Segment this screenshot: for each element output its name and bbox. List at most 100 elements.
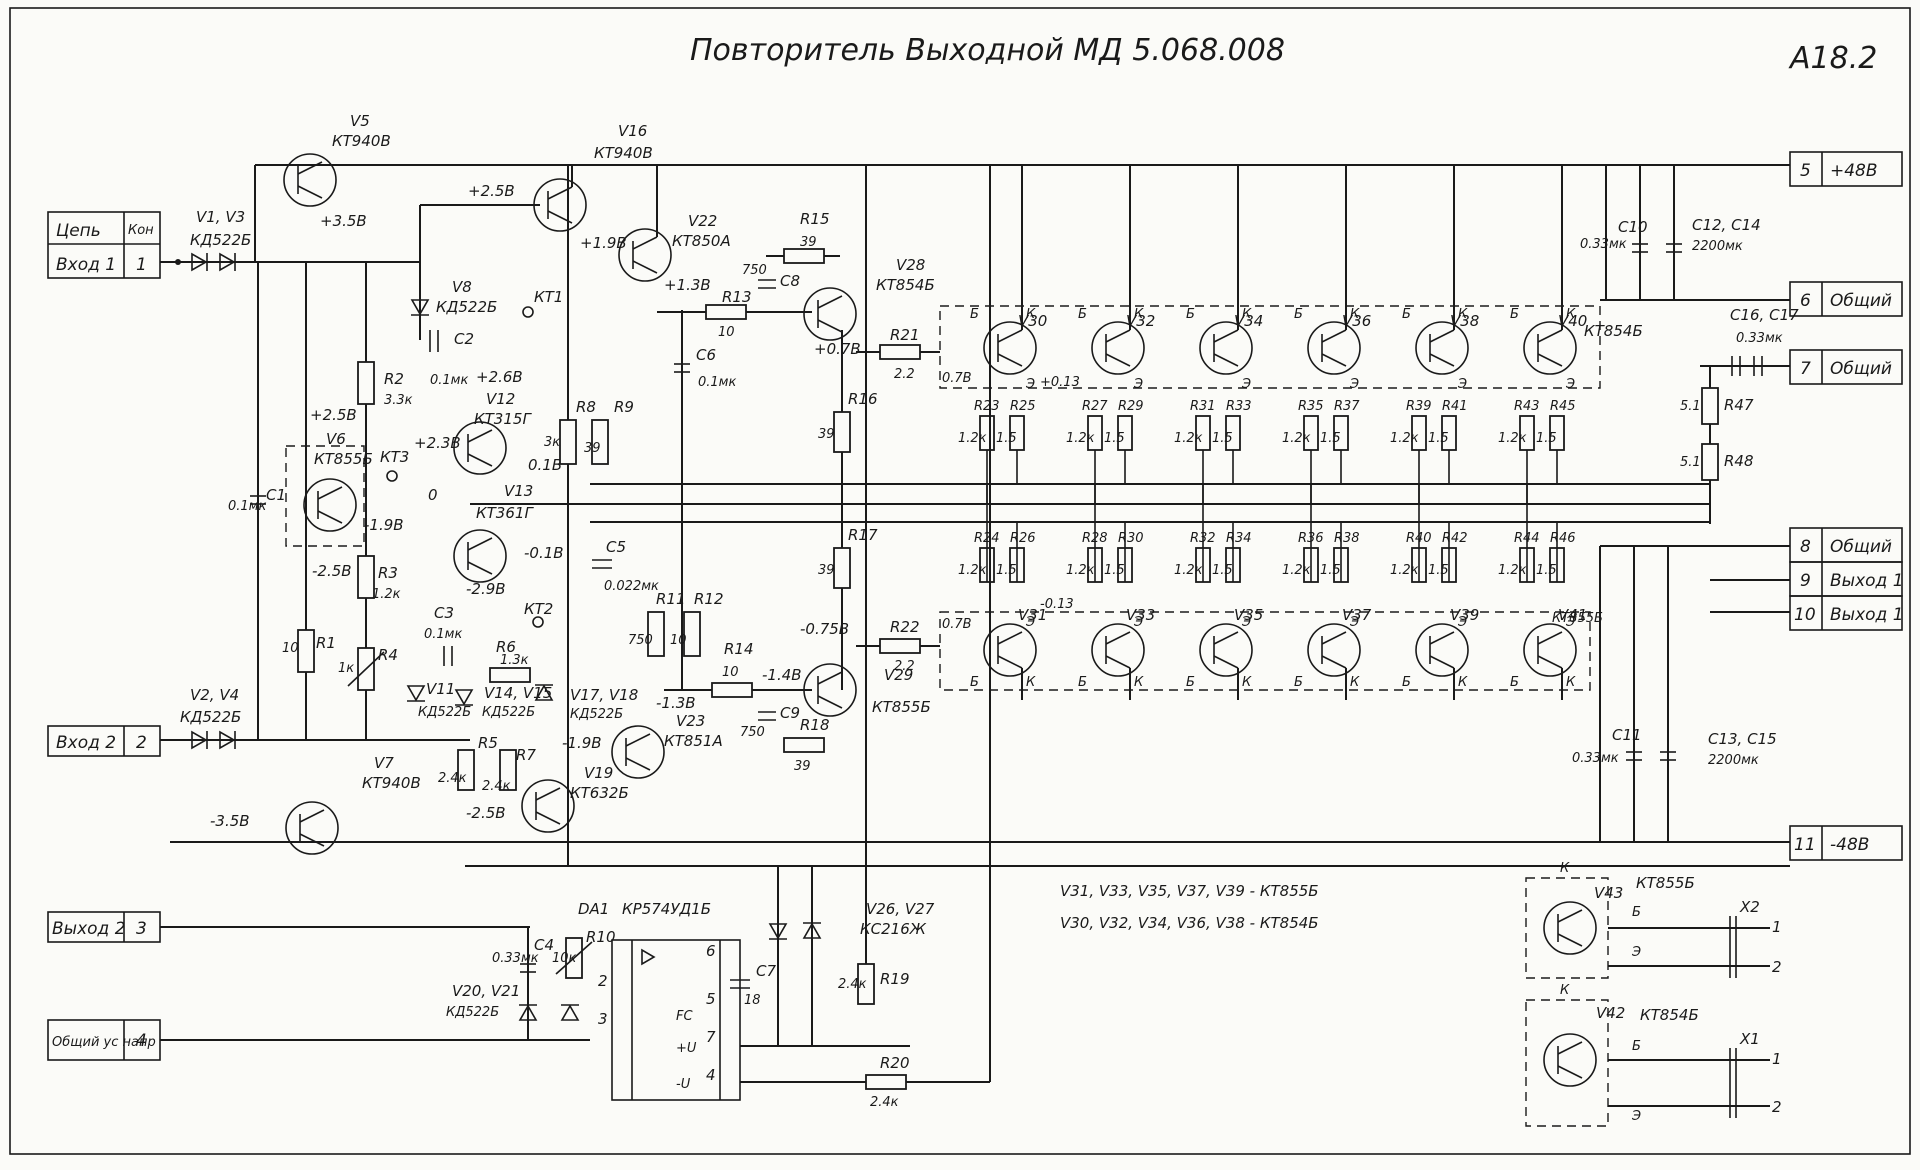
r19-val: 2.4к [838, 977, 867, 992]
table-row-common-name: Общий ус напр [52, 1035, 156, 1050]
c5-ref: C5 [606, 538, 626, 556]
opamp-plus-u-label: +U [676, 1041, 697, 1056]
resistor-r16: R16 39 [818, 330, 878, 690]
table-header-pin: Кон [128, 223, 154, 238]
v42-ref: V42 [1596, 1004, 1625, 1022]
c6-ref: C6 [696, 346, 716, 364]
v19-type: КТ632Б [570, 784, 629, 802]
diode-v8: V8 КД522Б КТ1 [410, 262, 563, 340]
pnp-volt-b: -0.13 [1040, 597, 1074, 612]
capacitor-c3: C3 0.1мк [424, 604, 462, 666]
res-val-b: 1.5 [1104, 431, 1125, 446]
terminal-b-label: Б [970, 675, 979, 690]
x2-pin2: 2 [1772, 958, 1782, 976]
test-point-kt1 [522, 306, 534, 318]
r7-val: 2.4к [482, 779, 511, 794]
res-val-a: 1.2к [1390, 431, 1419, 446]
connector-7-name: Общий [1830, 359, 1892, 379]
res-val-a: 1.2к [958, 431, 987, 446]
terminal-k-label: К [1458, 675, 1468, 690]
resistor-r15: R15 39 [766, 210, 840, 264]
r48-val: 5.1 [1680, 455, 1701, 470]
c9-ref: C9 [780, 704, 800, 722]
capacitor-c8: C8 750 [742, 263, 800, 290]
transistor-ref-v37: V37 [1342, 606, 1372, 624]
capacitors-c10-c12-c14: 0.33мк C10 C12, C14 2200мк [1580, 165, 1761, 300]
res-ref-b: R30 [1118, 531, 1144, 546]
terminal-b-label: Б [1402, 675, 1411, 690]
c3-val: 0.1мк [424, 627, 462, 642]
v1v3-type: КД522Б [190, 231, 251, 249]
r17-val: 39 [818, 563, 835, 578]
x2-label: X2 [1739, 898, 1760, 916]
terminal-e-label: Э [1457, 615, 1467, 630]
r2-val: 3.3к [384, 393, 413, 408]
v28-volt: +0.7В [814, 340, 861, 358]
r8-ref: R8 [576, 398, 596, 416]
v6-volt3: -1.9В [364, 516, 404, 534]
v16-volt: +2.5В [468, 182, 515, 200]
v43-e: Э [1631, 945, 1641, 960]
v5-ref: V5 [350, 112, 370, 130]
res-ref-b: R41 [1442, 399, 1468, 414]
res-ref-a: R32 [1190, 531, 1216, 546]
transistor-ref-v41: V41 [1558, 606, 1587, 624]
terminal-e-label: Э [1133, 377, 1143, 392]
connector-6-pin: 6 [1800, 291, 1811, 311]
transistor-ref-v38: V38 [1450, 312, 1479, 330]
v43-k: К [1560, 861, 1570, 876]
res-val-b: 1.5 [1428, 563, 1449, 578]
test-point-kt3: КТ3 0 [380, 448, 438, 504]
connector-8: 8 Общий [1789, 527, 1903, 563]
connector-9-pin: 9 [1800, 571, 1811, 591]
terminal-e-label: Э [1025, 615, 1035, 630]
v42-b: Б [1632, 1039, 1641, 1054]
connector-6-name: Общий [1830, 291, 1892, 311]
c1-val: 0.1мк [228, 499, 266, 514]
v28-type: КТ854Б [876, 276, 935, 294]
c7-ref: C7 [756, 962, 776, 980]
npn-volt-a: 0.7В [942, 371, 972, 386]
x1-label: X1 [1739, 1030, 1760, 1048]
da1-ref: DA1 [578, 900, 609, 918]
res-ref-b: R42 [1442, 531, 1468, 546]
connector-8-pin: 8 [1800, 537, 1811, 557]
x2-pin1: 1 [1772, 918, 1782, 936]
terminal-e-label: Э [1457, 377, 1467, 392]
v43-type: КТ855Б [1636, 874, 1695, 892]
r16-val: 39 [818, 427, 835, 442]
terminal-e-label: Э [1565, 615, 1575, 630]
opamp-pin-6: 6 [706, 942, 716, 960]
r4-ref: R4 [378, 646, 398, 664]
da1-type: КР574УД1Б [622, 900, 711, 918]
x1-pin1: 1 [1772, 1050, 1782, 1068]
transistor-v16: V16 КТ940В +2.5В [468, 122, 653, 232]
res-val-b: 1.5 [1536, 563, 1557, 578]
transistor-v22: V22 КТ850А +1.9В +1.3В [580, 165, 731, 294]
diodes-v2-v4: V2, V4 КД522Б [180, 686, 241, 750]
capacitor-c1: C1 0.1мк [228, 262, 286, 740]
v42-k: К [1560, 983, 1570, 998]
r8-val: 3к [544, 435, 560, 450]
res-ref-b: R45 [1550, 399, 1576, 414]
c4-ref: C4 [534, 936, 554, 954]
res-val-a: 1.2к [1390, 563, 1419, 578]
v29-type: КТ855Б [872, 698, 931, 716]
resistor-r9: R9 39 [584, 398, 634, 465]
resistor-r19: R19 2.4к [838, 165, 910, 1005]
v17v18-type: КД522Б [570, 707, 623, 722]
transistor-ref-v35: V35 [1234, 606, 1263, 624]
transistor-ref-v40: V40 [1558, 312, 1587, 330]
res-ref-a: R31 [1190, 399, 1216, 414]
v11-type: КД522Б [418, 705, 471, 720]
transistor-v42: V42 КТ854Б К Б Э X1 1 2 [1525, 983, 1782, 1127]
r9-val: 39 [584, 441, 601, 456]
res-ref-a: R28 [1082, 531, 1108, 546]
